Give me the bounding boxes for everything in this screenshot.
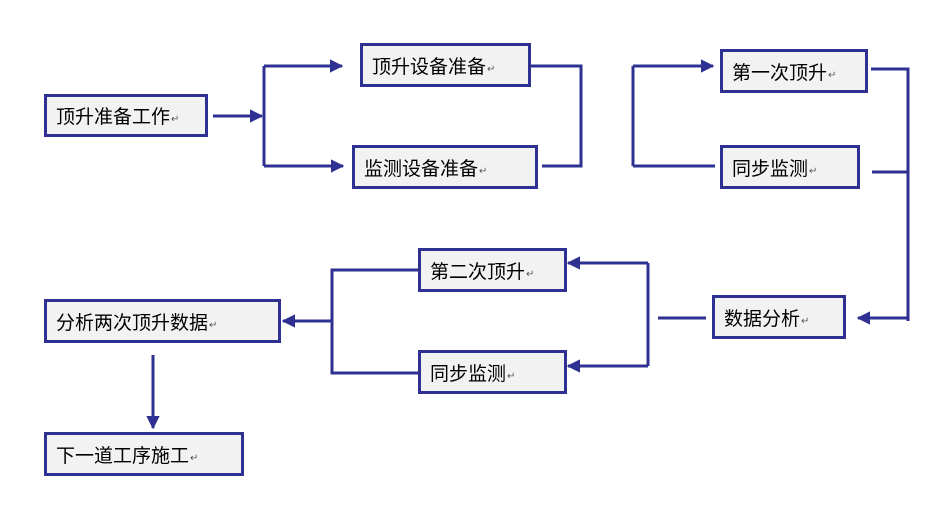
- node-label: 同步监测: [430, 362, 507, 385]
- node-label: 同步监测: [732, 157, 809, 180]
- node-sync-monitor-1: 同步监测↵: [720, 145, 860, 189]
- node-label: 分析两次顶升数据: [56, 311, 209, 334]
- node-monitor-equipment-prep: 监测设备准备↵: [352, 145, 538, 189]
- paragraph-mark: ↵: [190, 452, 199, 464]
- node-second-lift: 第二次顶升↵: [418, 248, 567, 292]
- node-label: 顶升设备准备: [372, 55, 487, 78]
- node-first-lift: 第一次顶升↵: [720, 49, 868, 93]
- paragraph-mark: ↵: [487, 63, 496, 75]
- prep-join-bracket: [531, 64, 583, 168]
- node-next-process: 下一道工序施工↵: [44, 432, 244, 476]
- node-label: 第一次顶升: [732, 61, 828, 84]
- paragraph-mark: ↵: [801, 315, 810, 327]
- node-label: 数据分析: [724, 307, 801, 330]
- node-label: 顶升准备工作: [56, 106, 171, 128]
- node-label: 监测设备准备: [364, 157, 479, 180]
- node-lift-equipment-prep: 顶升设备准备↵: [360, 43, 531, 87]
- paragraph-mark: ↵: [507, 370, 516, 382]
- paragraph-mark: ↵: [171, 114, 180, 125]
- paragraph-mark: ↵: [209, 319, 218, 331]
- node-sync-monitor-2: 同步监测↵: [418, 350, 567, 394]
- node-label: 第二次顶升: [430, 260, 526, 283]
- paragraph-mark: ↵: [479, 165, 488, 177]
- paragraph-mark: ↵: [526, 268, 535, 280]
- paragraph-mark: ↵: [809, 165, 818, 177]
- node-lift-prep: 顶升准备工作↵: [44, 94, 208, 137]
- lift1-join-bracket: [871, 67, 910, 321]
- node-label: 下一道工序施工: [56, 444, 190, 467]
- node-data-analysis: 数据分析↵: [712, 295, 846, 339]
- lift2-join-bracket: [330, 268, 418, 375]
- node-analyze-two-lifts: 分析两次顶升数据↵: [44, 299, 281, 343]
- paragraph-mark: ↵: [828, 69, 837, 81]
